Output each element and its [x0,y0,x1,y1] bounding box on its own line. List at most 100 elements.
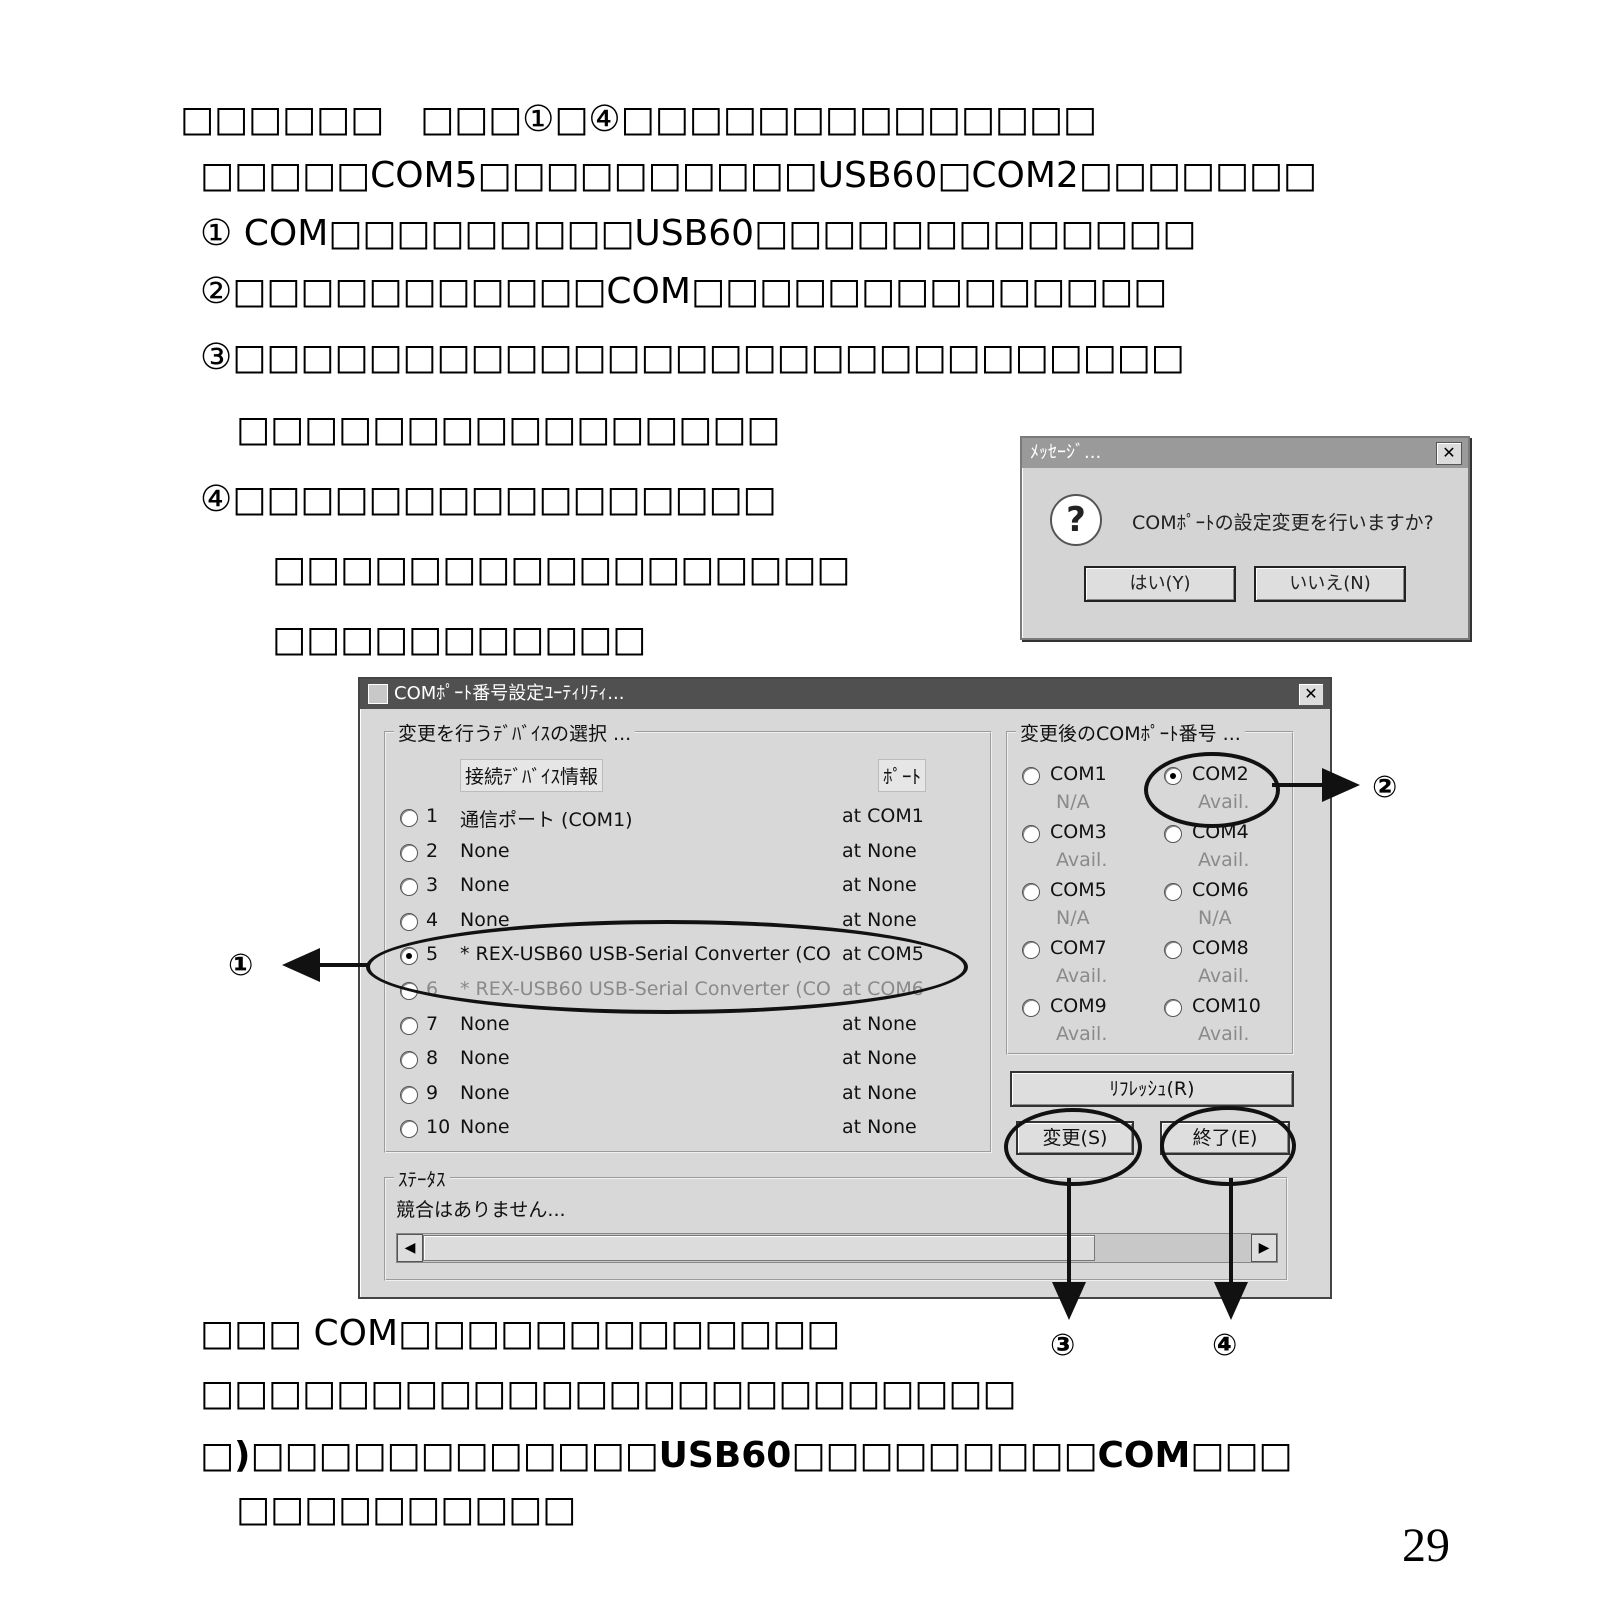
column-port: ﾎﾟｰﾄ [878,759,927,792]
device-radio[interactable] [400,809,418,827]
port-name: COM3 [1050,821,1107,843]
device-num: 8 [426,1047,439,1070]
device-radio[interactable] [400,1016,418,1035]
text-line-7: ④□□□□□□□□□□□□□□□□ [200,479,777,520]
device-port: at None [842,1012,917,1035]
status-group: ｽﾃｰﾀｽ 競合はありません... ◀ ▶ [384,1165,1288,1281]
port-radio-com8[interactable] [1164,941,1182,959]
device-port: at None [842,874,917,897]
status-text: 競合はありません... [396,1199,566,1221]
refresh-button[interactable]: ﾘﾌﾚｯｼｭ(R) [1010,1071,1294,1107]
device-name: None [460,874,510,897]
device-name: None [460,1081,510,1104]
dialog-title: COMﾎﾟｰﾄ番号設定ﾕｰﾃｨﾘﾃｨ... [394,683,625,704]
arrow-line-4 [1229,1178,1233,1286]
close-icon[interactable]: ✕ [1298,683,1324,706]
port-status: Avail. [1198,849,1250,871]
column-device-info: 接続ﾃﾞﾊﾞｲｽ情報 [460,759,604,792]
port-name: COM10 [1192,995,1261,1017]
device-name: None [460,839,510,862]
port-status: Avail. [1056,1023,1108,1045]
device-radio[interactable] [400,843,418,862]
marker-1: ① [228,948,254,983]
device-num: 7 [426,1012,439,1035]
device-name: None [460,908,510,931]
app-icon [368,684,388,704]
dialog-titlebar: COMﾎﾟｰﾄ番号設定ﾕｰﾃｨﾘﾃｨ... ✕ [360,679,1330,709]
device-num: 4 [426,908,439,931]
scroll-right-icon[interactable]: ▶ [1251,1234,1277,1262]
note-line-1: □)□□□□□□□□□□□□USB60□□□□□□□□□COM□□□ [200,1435,1293,1476]
port-radio-com7[interactable] [1022,941,1040,959]
horizontal-scrollbar[interactable]: ◀ ▶ [396,1233,1278,1263]
highlight-ellipse-change [1004,1108,1142,1186]
bottom-line-2: □□□□□□□□□□□□□□□□□□□□□□□□ [200,1373,1017,1414]
marker-3: ③ [1050,1328,1076,1363]
port-name: COM6 [1192,879,1249,901]
note-line-2: □□□□□□□□□□ [200,1489,577,1530]
port-group-label: 変更後のCOMﾎﾟｰﾄ番号 ... [1016,719,1245,746]
port-status: N/A [1056,907,1090,929]
text-line-2: □□□□□COM5□□□□□□□□□□USB60□COM2□□□□□□□ [200,155,1317,196]
message-box-titlebar: ﾒｯｾｰｼﾞ... ✕ [1022,438,1468,468]
arrow-head-down-icon [1052,1282,1086,1320]
text-line-4: ②□□□□□□□□□□□COM□□□□□□□□□□□□□□ [200,271,1168,312]
highlight-ellipse-exit [1160,1106,1296,1186]
port-name: COM8 [1192,937,1249,959]
text-line-1: □□□□□□ □□□①□④□□□□□□□□□□□□□□ [180,99,1097,140]
device-port: at None [842,839,917,862]
highlight-ellipse-device [366,920,968,1014]
port-radio-com4[interactable] [1164,825,1182,843]
arrow-head-left-icon [282,948,320,982]
port-radio-com9[interactable] [1022,999,1040,1017]
device-num: 2 [426,839,439,862]
device-radio[interactable] [400,1085,418,1104]
port-radio-com1[interactable] [1022,767,1040,785]
text-line-6: □□□□□□□□□□□□□□□□ [200,409,781,450]
device-radio[interactable] [400,912,418,931]
port-radio-com5[interactable] [1022,883,1040,901]
device-num: 1 [426,805,439,827]
confirm-message-box: ﾒｯｾｰｼﾞ... ✕ ? COMﾎﾟｰﾄの設定変更を行いますか? はい(Y) … [1020,436,1470,640]
device-num: 3 [426,874,439,897]
arrow-line-1 [316,963,368,967]
port-name: COM7 [1050,937,1107,959]
device-name: None [460,1116,510,1139]
port-radio-com6[interactable] [1164,883,1182,901]
device-num: 9 [426,1081,439,1104]
text-line-8: □□□□□□□□□□□□□□□□□ [200,549,851,590]
port-status: Avail. [1198,1023,1250,1045]
port-name: COM9 [1050,995,1107,1017]
marker-2: ② [1372,770,1398,805]
device-num: 10 [426,1116,451,1139]
arrow-head-right-icon [1322,768,1360,802]
no-button[interactable]: いいえ(N) [1254,566,1406,602]
device-radio[interactable] [400,1120,418,1139]
port-radio-com10[interactable] [1164,999,1182,1017]
question-icon: ? [1050,494,1102,546]
highlight-ellipse-com2 [1144,752,1280,828]
device-radio[interactable] [400,878,418,897]
device-radio[interactable] [400,1051,418,1070]
device-port: at COM1 [842,805,924,827]
scroll-left-icon[interactable]: ◀ [397,1234,423,1262]
text-line-3: ① COM□□□□□□□□□USB60□□□□□□□□□□□□□ [200,213,1197,254]
port-name: COM1 [1050,763,1107,785]
device-port: at None [842,1081,917,1104]
device-port: at None [842,1047,917,1070]
text-line-9: □□□□□□□□□□□ [200,619,647,660]
arrow-line-3 [1067,1178,1071,1286]
status-label: ｽﾃｰﾀｽ [394,1165,450,1192]
port-name: COM5 [1050,879,1107,901]
device-name: None [460,1012,510,1035]
port-status: Avail. [1198,965,1250,987]
yes-button[interactable]: はい(Y) [1084,566,1236,602]
scroll-thumb[interactable] [423,1235,1095,1261]
device-port: at None [842,908,917,931]
close-icon[interactable]: ✕ [1436,442,1462,465]
device-name: 通信ポート (COM1) [460,809,633,831]
marker-4: ④ [1212,1328,1238,1363]
port-status: Avail. [1056,849,1108,871]
port-status: N/A [1198,907,1232,929]
port-radio-com3[interactable] [1022,825,1040,843]
